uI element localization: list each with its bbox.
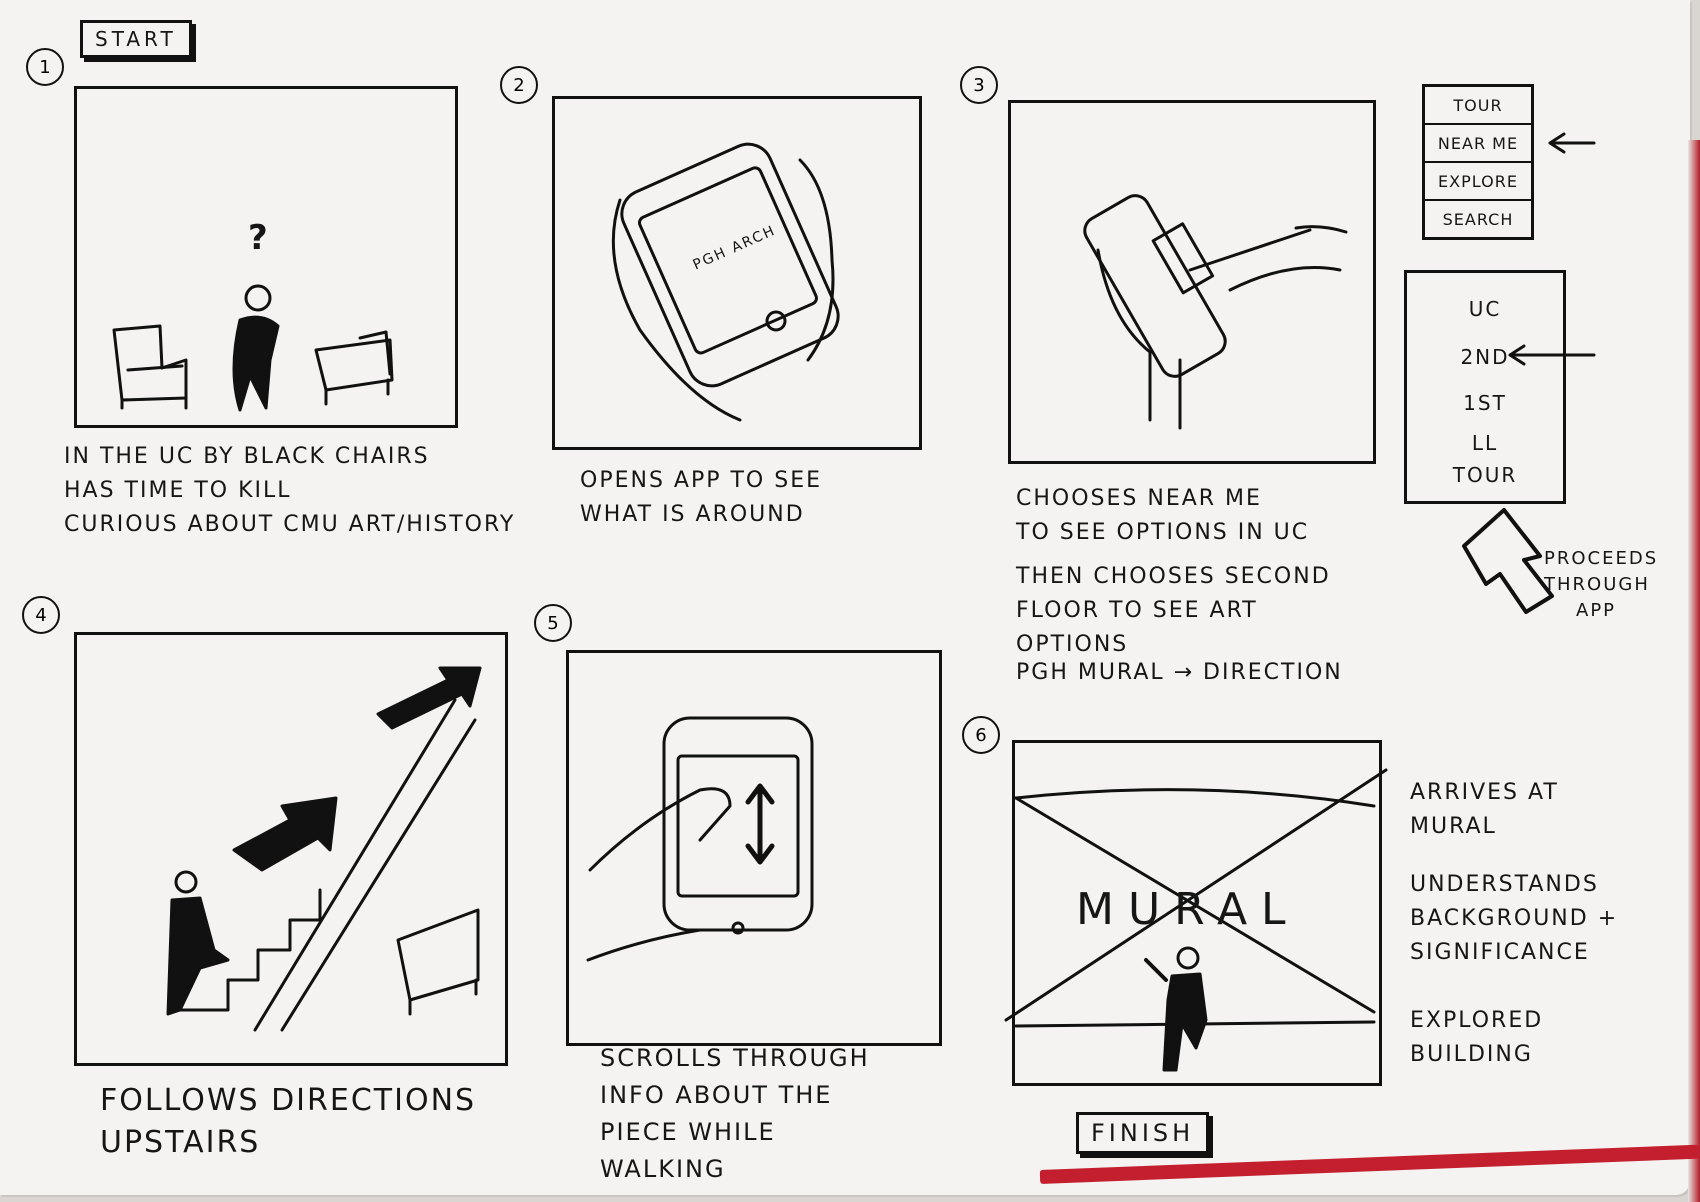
phone-in-hand — [611, 142, 840, 422]
panel-6-note-c1: EXPLORED — [1410, 1008, 1544, 1033]
menu-item-search: SEARCH — [1442, 209, 1514, 229]
panel-3-note-c1: PGH MURAL → DIRECTION — [1016, 660, 1343, 685]
panel-number-6: 6 — [962, 716, 1000, 754]
panel-2-note-1: OPENS APP TO SEE — [580, 468, 822, 493]
panel-number-3: 3 — [960, 66, 998, 104]
second-floor-arrow — [1508, 344, 1596, 366]
menu-item-near-me: NEAR ME — [1425, 125, 1531, 163]
panel-number-2: 2 — [500, 66, 538, 104]
finish-label: FINISH — [1076, 1112, 1210, 1154]
panel-2-notes: OPENS APP TO SEE WHAT IS AROUND — [580, 464, 822, 532]
floor-item-1st: 1ST — [1463, 391, 1507, 415]
panel-6-note-b1: UNDERSTANDS — [1410, 872, 1599, 897]
panel-6-note-c2: BUILDING — [1410, 1042, 1533, 1067]
panel-6-note-a2: MURAL — [1410, 814, 1497, 839]
panel-3-notes-a: CHOOSES NEAR ME TO SEE OPTIONS IN UC — [1016, 482, 1309, 550]
panel-5-note-2: INFO ABOUT THE — [600, 1081, 833, 1109]
panel-number-5: 5 — [534, 604, 572, 642]
panel-6-note-b2: BACKGROUND + — [1410, 906, 1619, 931]
panel-6-notes-b: UNDERSTANDS BACKGROUND + SIGNIFICANCE — [1410, 868, 1618, 970]
chair-left — [112, 324, 188, 410]
phone-being-tapped — [1083, 194, 1348, 430]
floor-list-sketch: UC 2ND 1ST LL TOUR — [1404, 270, 1566, 504]
panel-3-frame — [1008, 100, 1376, 464]
near-me-arrow — [1548, 132, 1596, 154]
mural-word: MURAL — [1076, 884, 1300, 935]
app-menu-sketch: TOUR NEAR ME EXPLORE SEARCH — [1422, 84, 1534, 240]
panel-6-frame — [1012, 740, 1382, 1086]
chair-right — [314, 330, 394, 406]
panel-5-frame — [566, 650, 942, 1046]
panel-3-note-b2: FLOOR TO SEE ART — [1016, 598, 1258, 623]
floor-item-2nd: 2ND — [1460, 345, 1510, 369]
panel-3-note-a2: TO SEE OPTIONS IN UC — [1016, 520, 1310, 545]
panel-1-frame — [74, 86, 458, 428]
floor-item-tour: TOUR — [1452, 463, 1518, 487]
stairs-scene — [166, 666, 482, 1032]
panel-6-note-b3: SIGNIFICANCE — [1410, 940, 1590, 965]
phone-scroll — [586, 716, 814, 962]
panel-2-note-2: WHAT IS AROUND — [580, 502, 805, 527]
panel-4-frame — [74, 632, 508, 1066]
panel-5-note-1: SCROLLS THROUGH — [600, 1044, 870, 1072]
panel-3-note-a1: CHOOSES NEAR ME — [1016, 486, 1262, 511]
question-mark: ? — [248, 218, 270, 258]
panel-1-note-2: HAS TIME TO KILL — [64, 478, 292, 503]
panel-5-note-3: PIECE WHILE — [600, 1118, 776, 1146]
panel-5-notes: SCROLLS THROUGH INFO ABOUT THE PIECE WHI… — [600, 1040, 870, 1188]
proceeds-arrow-icon — [1462, 508, 1554, 614]
proceeds-line-3: APP — [1576, 600, 1617, 621]
panel-number-1: 1 — [26, 48, 64, 86]
panel-5-note-4: WALKING — [600, 1155, 726, 1183]
floor-item-ll: LL — [1471, 431, 1499, 455]
panel-6-notes-a: ARRIVES AT MURAL — [1410, 776, 1559, 844]
panel-2-frame — [552, 96, 922, 450]
panel-1-note-1: IN THE UC BY BLACK CHAIRS — [64, 444, 430, 469]
panel-3-note-b1: THEN CHOOSES SECOND — [1016, 564, 1331, 589]
panel-1-note-3: CURIOUS ABOUT CMU ART/HISTORY — [64, 512, 516, 537]
panel-3-notes-b: THEN CHOOSES SECOND FLOOR TO SEE ART OPT… — [1016, 560, 1331, 662]
proceeds-line-2: THROUGH — [1544, 574, 1650, 595]
floor-item-uc: UC — [1468, 297, 1502, 321]
menu-item-explore: EXPLORE — [1425, 163, 1531, 201]
proceeds-note: PROCEEDS THROUGH APP — [1544, 546, 1658, 624]
panel-number-4: 4 — [22, 596, 60, 634]
person-figure — [232, 284, 280, 412]
panel-6-notes-c: EXPLORED BUILDING — [1410, 1004, 1543, 1072]
panel-4-notes: FOLLOWS DIRECTIONS UPSTAIRS — [100, 1080, 476, 1164]
mural-scene — [1004, 768, 1388, 1072]
panel-3-note-b3: OPTIONS — [1016, 632, 1129, 657]
proceeds-line-1: PROCEEDS — [1544, 548, 1659, 569]
panel-4-note-2: UPSTAIRS — [100, 1125, 261, 1160]
panel-3-notes-c: PGH MURAL → DIRECTION — [1016, 656, 1343, 690]
menu-item-tour: TOUR — [1425, 87, 1531, 125]
panel-6-note-a1: ARRIVES AT — [1410, 780, 1559, 805]
panel-1-notes: IN THE UC BY BLACK CHAIRS HAS TIME TO KI… — [64, 440, 515, 542]
start-label: START — [80, 20, 192, 58]
panel-4-note-1: FOLLOWS DIRECTIONS — [100, 1083, 477, 1118]
notebook-spine — [1688, 140, 1700, 1202]
